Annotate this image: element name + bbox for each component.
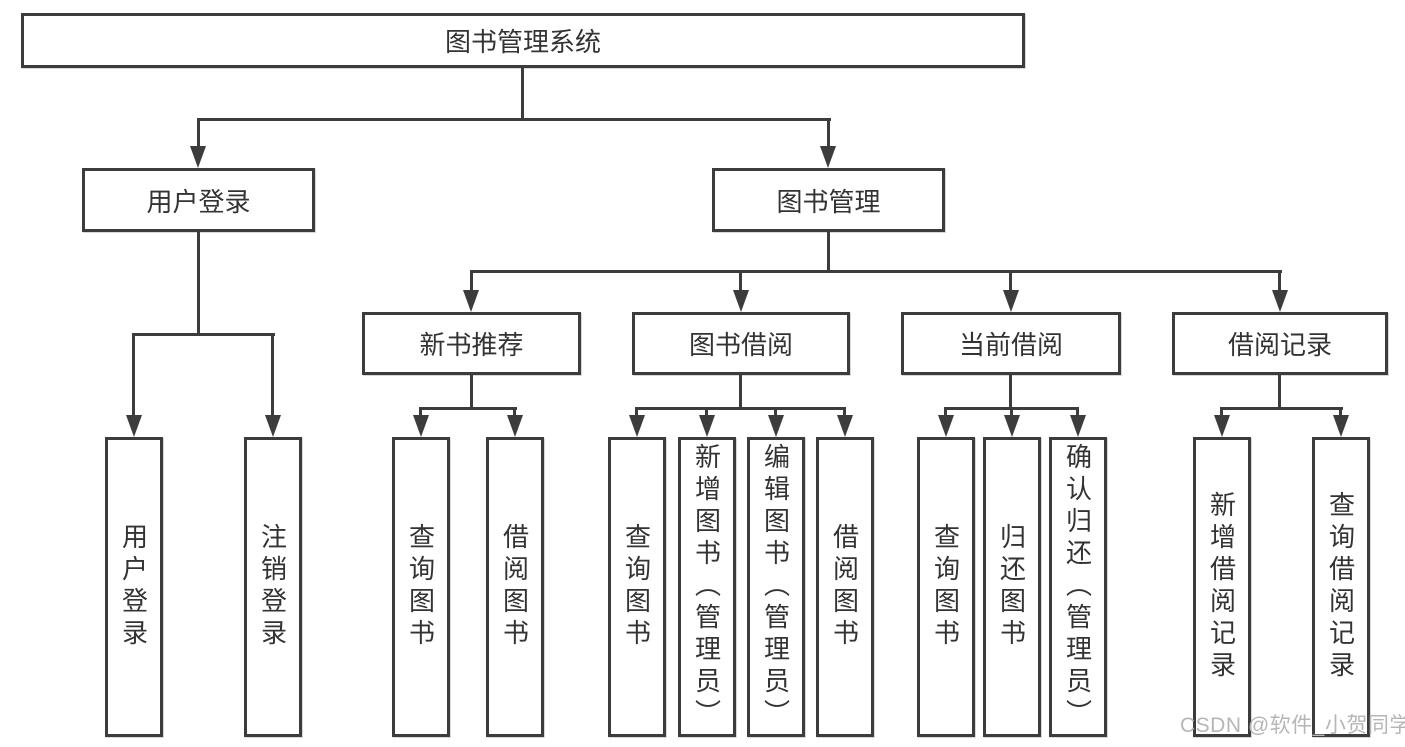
arrowhead bbox=[733, 290, 749, 312]
connector-borrowrecord-branch bbox=[1220, 407, 1343, 410]
node-borrow-record: 借阅记录 bbox=[1172, 312, 1388, 375]
connector-drop bbox=[1278, 270, 1281, 290]
connector-drop bbox=[705, 407, 708, 415]
leaf-bookborrow-query-label: 查询图书 bbox=[621, 523, 652, 651]
node-book-management: 图书管理 bbox=[712, 168, 945, 232]
connector-drop bbox=[739, 270, 742, 290]
connector-newbook-branch bbox=[419, 407, 517, 410]
leaf-bookborrow-borrow: 借阅图书 bbox=[816, 437, 874, 737]
leaf-bookborrow-add: 新增图书（管理员） bbox=[678, 437, 736, 737]
connector-drop bbox=[470, 270, 473, 290]
arrowhead bbox=[1070, 415, 1086, 437]
leaf-bookborrow-query: 查询图书 bbox=[608, 437, 666, 737]
leaf-newbook-query: 查询图书 bbox=[392, 437, 450, 737]
arrowhead bbox=[1003, 290, 1019, 312]
connector-newbook-stem bbox=[470, 375, 473, 407]
arrowhead bbox=[190, 146, 206, 168]
connector-user-login-stem bbox=[197, 232, 200, 333]
arrowhead bbox=[768, 415, 784, 437]
connector-drop bbox=[1076, 407, 1079, 415]
connector-book-mgmt-stem bbox=[827, 232, 830, 270]
node-book-borrow-label: 图书借阅 bbox=[688, 330, 793, 360]
leaf-record-add: 新增借阅记录 bbox=[1193, 437, 1251, 737]
arrowhead bbox=[463, 290, 479, 312]
connector-drop bbox=[1220, 407, 1223, 415]
node-root: 图书管理系统 bbox=[21, 13, 1025, 68]
leaf-bookborrow-borrow-label: 借阅图书 bbox=[829, 523, 860, 651]
connector-drop bbox=[197, 118, 200, 146]
leaf-current-confirm-label: 确认归还（管理员） bbox=[1062, 443, 1093, 731]
node-user-login-label: 用户登录 bbox=[146, 186, 251, 217]
connector-drop bbox=[513, 407, 516, 415]
arrowhead bbox=[837, 415, 853, 437]
node-user-login: 用户登录 bbox=[82, 168, 315, 232]
leaf-logout-label: 注销登录 bbox=[257, 523, 288, 651]
arrowhead bbox=[1333, 415, 1349, 437]
connector-currentborrow-stem bbox=[1009, 375, 1012, 407]
node-book-borrow: 图书借阅 bbox=[632, 312, 850, 375]
arrowhead bbox=[938, 415, 954, 437]
leaf-current-query: 查询图书 bbox=[917, 437, 975, 737]
leaf-bookborrow-add-label: 新增图书（管理员） bbox=[691, 443, 722, 731]
leaf-newbook-borrow: 借阅图书 bbox=[486, 437, 544, 737]
connector-user-login-branch bbox=[132, 333, 275, 336]
node-new-book-recommend-label: 新书推荐 bbox=[419, 330, 524, 360]
leaf-user-login-label: 用户登录 bbox=[118, 523, 149, 651]
connector-drop bbox=[1009, 270, 1012, 290]
connector-drop bbox=[635, 407, 638, 415]
watermark: CSDN @软件_小贺同学 bbox=[1180, 714, 1405, 737]
node-book-management-label: 图书管理 bbox=[776, 186, 881, 217]
node-new-book-recommend: 新书推荐 bbox=[362, 312, 581, 375]
connector-drop bbox=[944, 407, 947, 415]
connector-root-branch bbox=[197, 118, 831, 121]
arrowhead bbox=[820, 146, 836, 168]
arrowhead bbox=[507, 415, 523, 437]
leaf-bookborrow-edit: 编辑图书（管理员） bbox=[747, 437, 805, 737]
leaf-record-query: 查询借阅记录 bbox=[1312, 437, 1370, 737]
connector-drop bbox=[419, 407, 422, 415]
connector-drop bbox=[132, 333, 135, 415]
leaf-user-login: 用户登录 bbox=[105, 437, 163, 737]
leaf-record-add-label: 新增借阅记录 bbox=[1206, 491, 1237, 683]
connector-root-stem bbox=[521, 68, 524, 118]
leaf-newbook-query-label: 查询图书 bbox=[405, 523, 436, 651]
arrowhead bbox=[1272, 290, 1288, 312]
connector-drop bbox=[827, 118, 830, 146]
leaf-current-query-label: 查询图书 bbox=[930, 523, 961, 651]
connector-bookborrow-branch bbox=[635, 407, 846, 410]
connector-book-mgmt-branch bbox=[470, 270, 1282, 273]
arrowhead bbox=[413, 415, 429, 437]
leaf-current-return-label: 归还图书 bbox=[996, 523, 1027, 651]
leaf-newbook-borrow-label: 借阅图书 bbox=[499, 523, 530, 651]
leaf-record-query-label: 查询借阅记录 bbox=[1325, 491, 1356, 683]
connector-borrowrecord-stem bbox=[1278, 375, 1281, 407]
connector-bookborrow-stem bbox=[739, 375, 742, 407]
node-borrow-record-label: 借阅记录 bbox=[1227, 330, 1332, 360]
arrowhead bbox=[126, 415, 142, 437]
leaf-current-confirm: 确认归还（管理员） bbox=[1049, 437, 1107, 737]
node-current-borrow: 当前借阅 bbox=[901, 312, 1121, 375]
arrowhead bbox=[1004, 415, 1020, 437]
leaf-logout: 注销登录 bbox=[244, 437, 302, 737]
connector-drop bbox=[843, 407, 846, 415]
leaf-current-return: 归还图书 bbox=[983, 437, 1041, 737]
arrowhead bbox=[265, 415, 281, 437]
node-root-label: 图书管理系统 bbox=[444, 27, 601, 57]
arrowhead bbox=[699, 415, 715, 437]
connector-drop bbox=[1339, 407, 1342, 415]
leaf-bookborrow-edit-label: 编辑图书（管理员） bbox=[760, 443, 791, 731]
arrowhead bbox=[1214, 415, 1230, 437]
node-current-borrow-label: 当前借阅 bbox=[958, 330, 1063, 360]
connector-drop bbox=[271, 333, 274, 415]
arrowhead bbox=[629, 415, 645, 437]
connector-drop bbox=[1010, 407, 1013, 415]
connector-drop bbox=[774, 407, 777, 415]
